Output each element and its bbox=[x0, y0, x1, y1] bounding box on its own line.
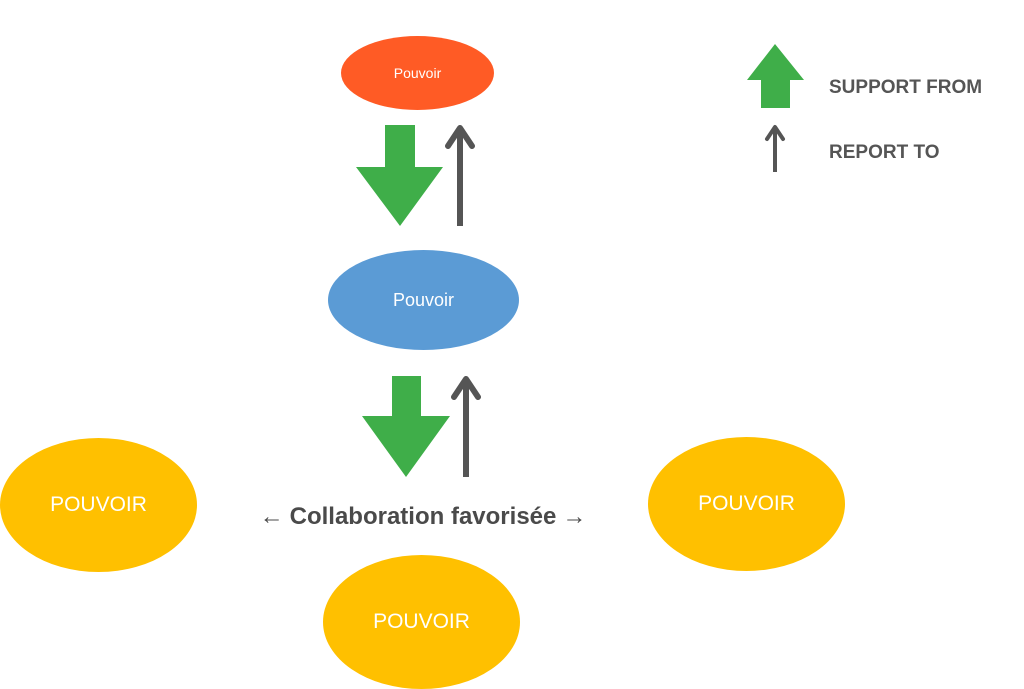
bottom-power-label: POUVOIR bbox=[373, 610, 470, 633]
legend-report-icon bbox=[765, 125, 785, 172]
right-power-node: POUVOIR bbox=[648, 437, 845, 571]
left-power-label: POUVOIR bbox=[50, 493, 147, 516]
report-arrow-upper bbox=[445, 125, 475, 226]
top-power-label: Pouvoir bbox=[393, 65, 442, 81]
middle-power-label: Pouvoir bbox=[392, 289, 455, 310]
left-arrow-icon: ← bbox=[259, 503, 284, 530]
collaboration-label: ← Collaboration favorisée → bbox=[226, 497, 620, 537]
collaboration-text: Collaboration favorisée bbox=[289, 503, 557, 530]
support-arrow-lower bbox=[362, 376, 450, 477]
left-power-node: POUVOIR bbox=[0, 438, 197, 572]
middle-power-node: Pouvoir bbox=[328, 250, 519, 350]
right-arrow-icon: → bbox=[562, 503, 587, 530]
legend-support-label: SUPPORT FROM bbox=[829, 77, 983, 98]
legend-support-icon bbox=[747, 44, 804, 108]
bottom-power-node: POUVOIR bbox=[323, 555, 520, 689]
right-power-label: POUVOIR bbox=[698, 492, 795, 515]
support-arrow-upper bbox=[356, 125, 443, 226]
top-power-node: Pouvoir bbox=[341, 36, 494, 110]
report-arrow-lower bbox=[451, 376, 481, 477]
legend-report-label: REPORT TO bbox=[829, 142, 940, 163]
